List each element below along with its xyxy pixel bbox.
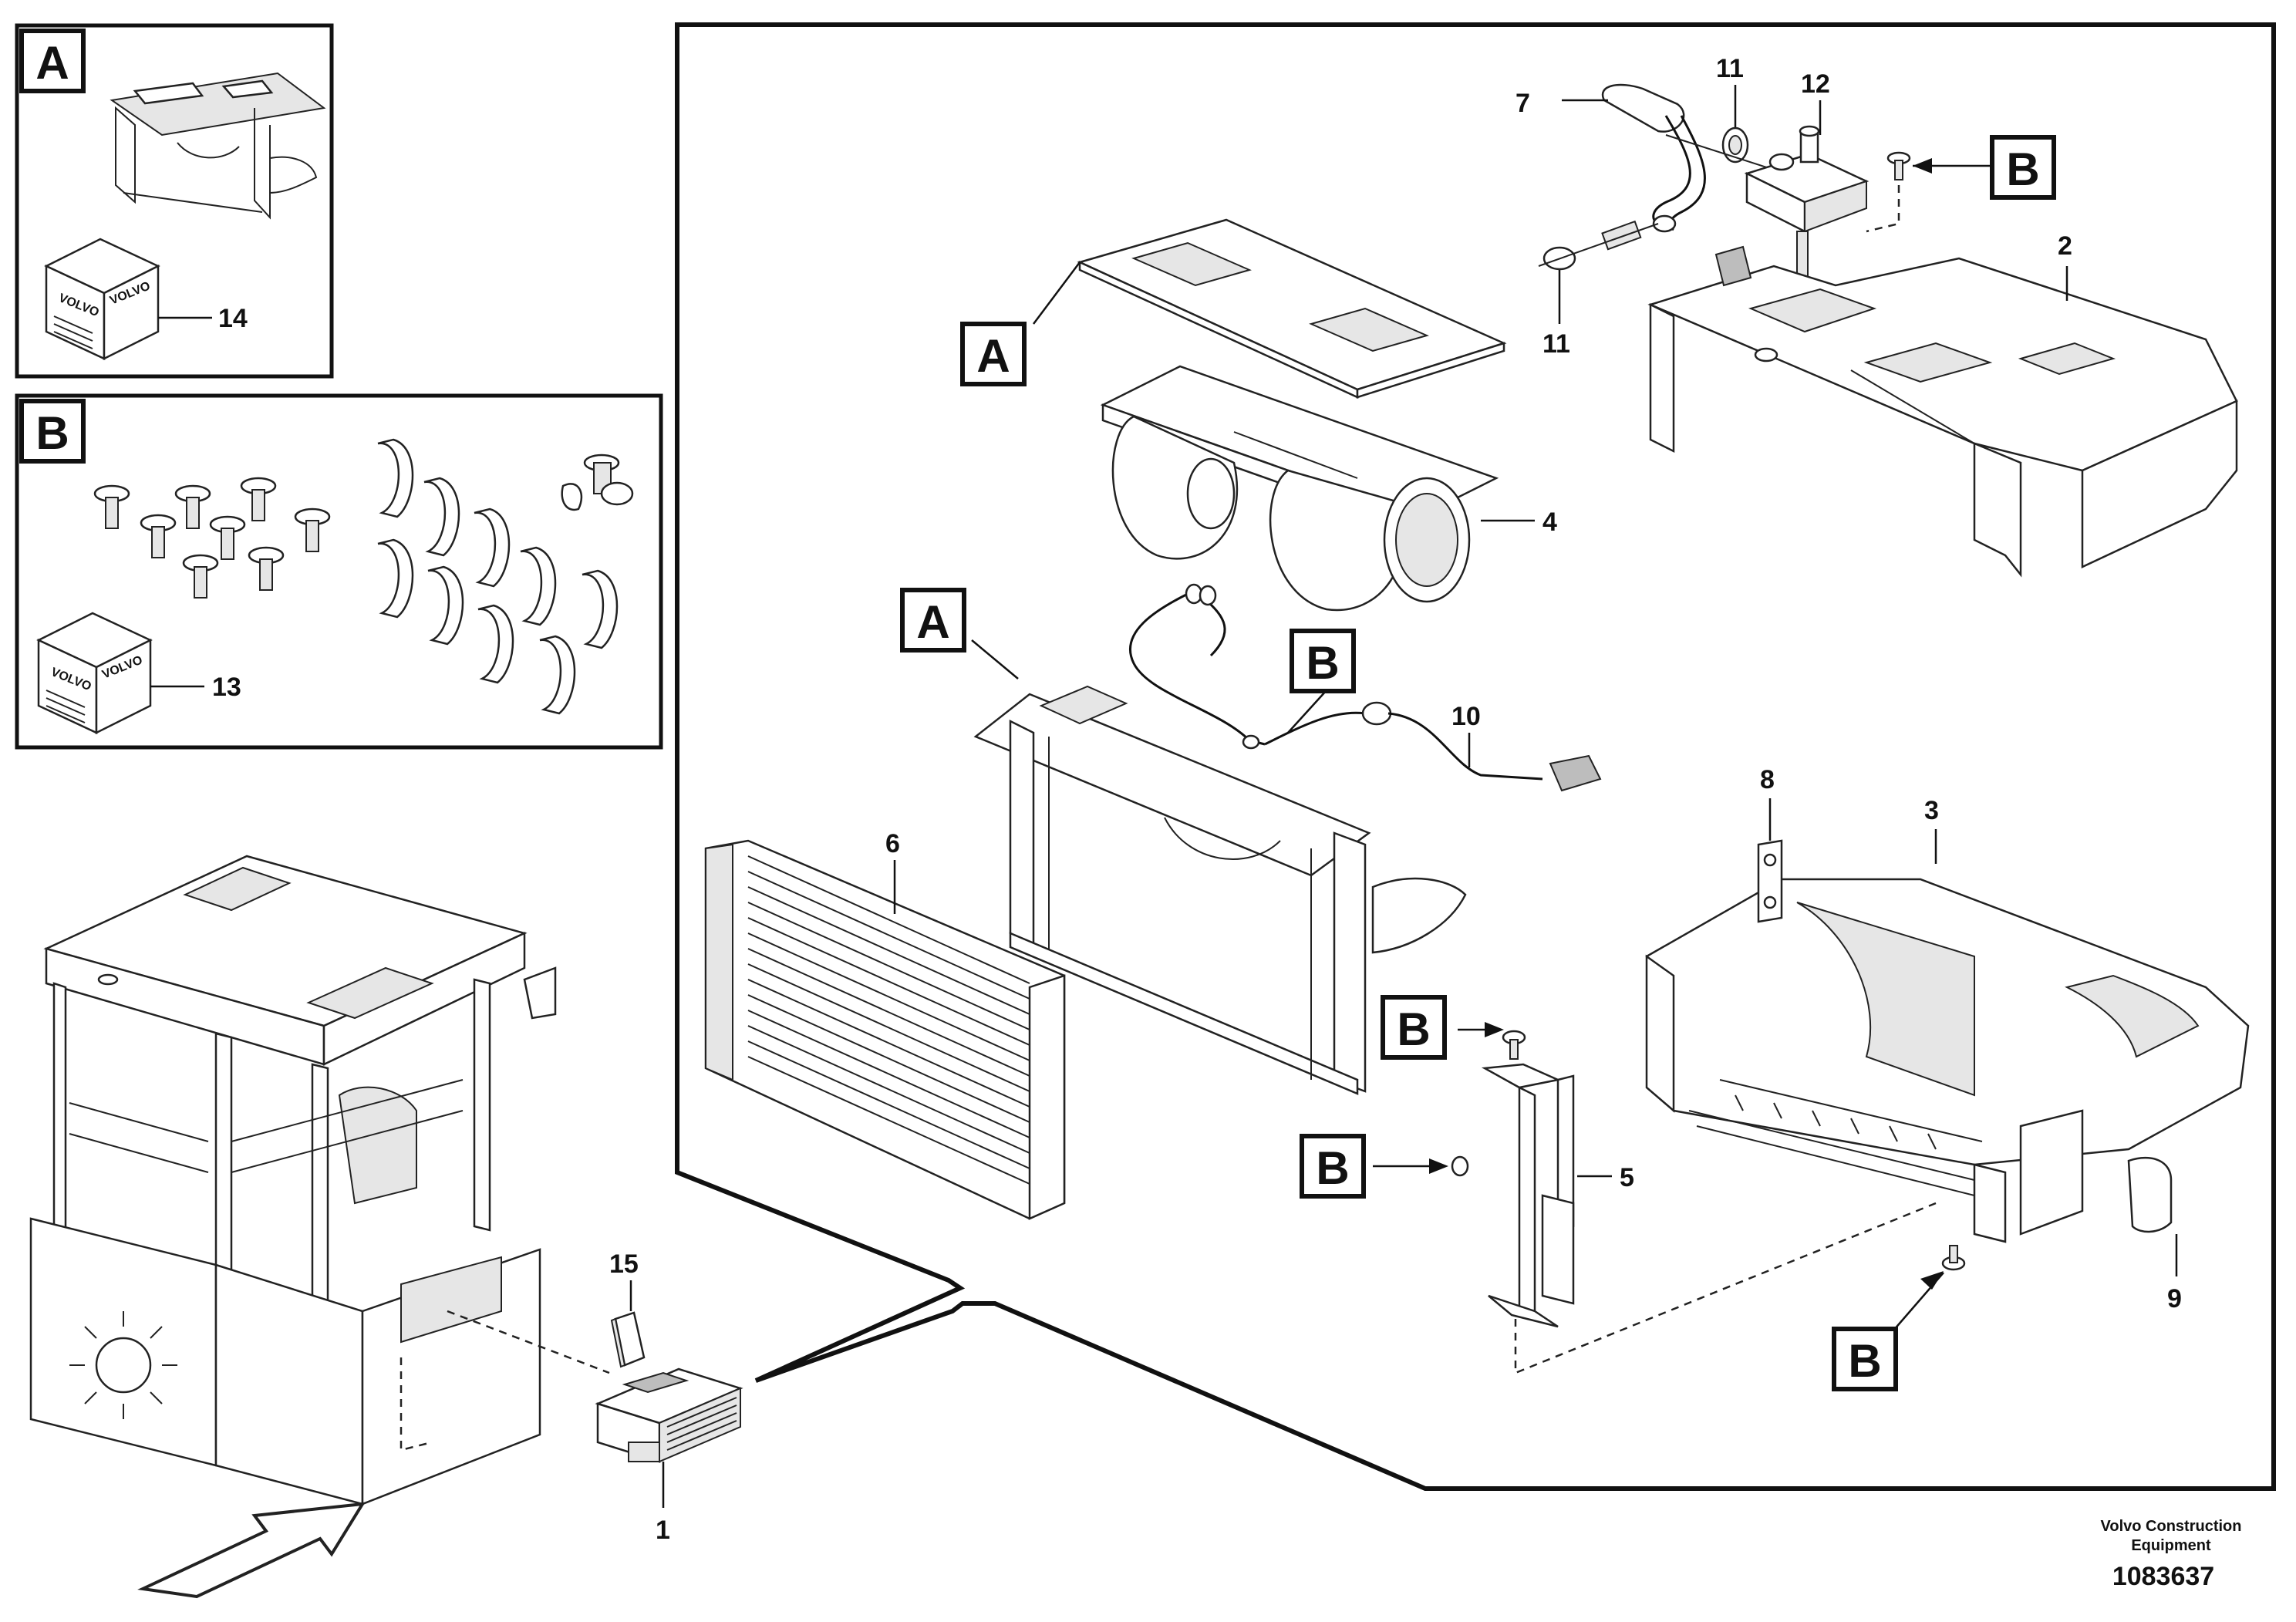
callout-7: 7 <box>1515 89 1530 118</box>
caption-company-line2: Equipment <box>2131 1537 2211 1554</box>
wiring-harness-10 <box>1128 583 1602 792</box>
callout-12: 12 <box>1801 69 1830 99</box>
kit-b-clips <box>377 438 619 715</box>
kit-a-label: A <box>35 37 69 89</box>
kit-b-label: B <box>35 407 69 459</box>
caption-company-line1: Volvo Construction <box>2101 1518 2242 1535</box>
callout-11-upper: 11 <box>1716 54 1744 83</box>
ref-a-top-box <box>960 322 1027 386</box>
lower-housing-3 <box>1645 878 2250 1243</box>
ref-b-upper-box <box>1990 135 2056 200</box>
callout-2: 2 <box>2058 231 2072 261</box>
blower-fan-4 <box>1100 365 1499 612</box>
ref-b-arrow-bracket-top <box>1485 1022 1504 1037</box>
callout-6: 6 <box>885 829 900 858</box>
screw-upper-right <box>1886 151 1911 180</box>
ref-b-arrow-bracket-mid <box>1429 1158 1448 1174</box>
ref-b-harness-label: B <box>1306 637 1339 689</box>
bracket-5 <box>1451 1030 1575 1328</box>
ref-b-lower-box <box>1832 1327 1898 1391</box>
top-cover-plate <box>1077 218 1507 399</box>
kit-b-label-box <box>19 399 86 464</box>
volvo-kit-box-13: VOLVO VOLVO <box>36 612 153 735</box>
ref-b-harness-box <box>1290 629 1356 693</box>
ref-b-arrow-lower <box>1920 1271 1944 1290</box>
hose-7 <box>1601 83 1706 233</box>
callout-3: 3 <box>1924 796 1939 825</box>
detail-panel-frame <box>675 22 2276 1491</box>
ref-b-bracket-top-label: B <box>1397 1003 1430 1055</box>
ref-b-bracket-mid-label: B <box>1316 1142 1349 1194</box>
heater-core-6 <box>704 839 1066 1220</box>
callout-13: 13 <box>212 673 241 702</box>
callout-9: 9 <box>2167 1284 2182 1313</box>
callout-8: 8 <box>1760 765 1775 794</box>
ref-b-arrow-upper <box>1913 158 1932 174</box>
callout-5: 5 <box>1620 1163 1634 1192</box>
callout-11-lower: 11 <box>1542 329 1570 359</box>
callout-15: 15 <box>609 1249 639 1279</box>
upper-housing-2 <box>1647 245 2238 578</box>
caption-drawing-number: 1083637 <box>2112 1562 2214 1591</box>
screw-lower-right <box>1941 1245 1966 1271</box>
kit-b-screws <box>93 477 331 599</box>
callout-1: 1 <box>656 1516 670 1545</box>
callout-10: 10 <box>1451 702 1481 731</box>
filter-frame <box>973 685 1467 1095</box>
kit-b-fittings <box>561 454 634 511</box>
mounting-plate-8 <box>1757 839 1783 923</box>
hose-clamp-11-upper <box>1721 126 1749 164</box>
hvac-unit-1 <box>595 1367 743 1463</box>
view-direction-arrow <box>137 1502 366 1599</box>
ref-a-mid-label: A <box>916 596 949 648</box>
volvo-kit-box-14: VOLVO VOLVO <box>44 238 160 361</box>
callout-14: 14 <box>218 304 248 333</box>
ref-a-mid-box <box>900 588 966 653</box>
ref-b-bracket-mid-box <box>1300 1134 1366 1199</box>
ref-b-bracket-top-box <box>1381 995 1447 1060</box>
cap-9 <box>2127 1157 2173 1233</box>
kit-a-label-box <box>19 29 86 93</box>
machine-cab-illustration <box>29 855 610 1506</box>
ref-b-upper-label: B <box>2006 143 2039 195</box>
kit-a-frame-illustration <box>110 72 326 220</box>
ref-a-top-label: A <box>976 330 1010 382</box>
filter-part-15 <box>610 1311 646 1368</box>
callout-4: 4 <box>1542 508 1557 537</box>
water-valve-12 <box>1744 125 1870 278</box>
ref-b-lower-label: B <box>1848 1335 1881 1387</box>
hose-clamp-11-lower <box>1542 220 1642 271</box>
